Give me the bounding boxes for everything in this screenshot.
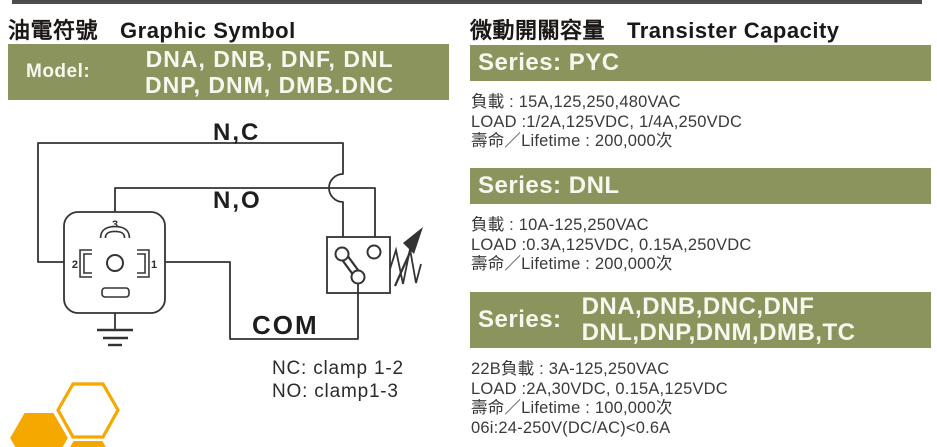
transister-capacity-heading: 微動開關容量 Transister Capacity (470, 13, 840, 45)
graphic-symbol-heading: 油電符號 Graphic Symbol (8, 13, 296, 45)
hexagon-outline (56, 382, 120, 439)
switch-terminal-com (350, 269, 366, 285)
series-banner-all-label: Series: (478, 306, 562, 333)
switch-terminal-nc (334, 246, 350, 262)
series-banner-dnl-text: Series: DNL (478, 172, 620, 199)
series-banner-dnl: Series: DNL (470, 168, 931, 204)
switch-terminal-no (366, 244, 382, 260)
bottom-slot (101, 287, 130, 298)
contact-lever (340, 253, 361, 278)
wire-nc (37, 142, 344, 263)
spec-line: 壽命／Lifetime : 200,000次 (471, 255, 673, 273)
no-clamp-note: NO: clamp1-3 (272, 381, 399, 402)
spec-block-all-models: 22B負載 : 3A-125,250VAC LOAD :2A,30VDC, 0.… (471, 360, 931, 438)
spring-zigzag (389, 246, 422, 285)
series-values-line1: DNA,DNB,DNC,DNF (581, 293, 815, 320)
wire-com (165, 261, 359, 340)
hexagon-filled-bottom (67, 439, 109, 447)
center-pin (106, 254, 124, 272)
key-slot-arc (99, 225, 131, 239)
pin-2-label: 2 (72, 259, 78, 271)
adjust-arrow-head (403, 227, 423, 254)
model-label: Model: (26, 61, 91, 82)
graphic-symbol-heading-zh: 油電符號 (8, 18, 99, 43)
transister-capacity-heading-zh: 微動開關容量 (470, 18, 606, 43)
pressure-switch-symbol (326, 227, 423, 294)
series-banner-all-models: Series: DNA,DNB,DNC,DNF DNL,DNP,DNM,DMB,… (470, 292, 931, 348)
connector-symbol: 3 2 1 (63, 211, 166, 314)
adjust-arrow-shaft (393, 249, 413, 287)
transister-capacity-heading-en: Transister Capacity (627, 18, 840, 43)
spec-line: LOAD :0.3A,125VDC, 0.15A,250VDC (471, 235, 752, 254)
model-list-line1: DNA, DNB, DNF, DNL (145, 46, 394, 72)
pin-3-label: 3 (112, 219, 118, 231)
terminal-bracket-right (137, 249, 150, 278)
spec-line: 負載 : 15A,125,250,480VAC (471, 93, 681, 111)
nc-wire-label: N,C (213, 119, 260, 146)
no-wire-label: N,O (213, 187, 262, 214)
series-banner-pyc: Series: PYC (470, 45, 931, 81)
honeycomb-decoration-icon (7, 382, 120, 447)
spec-line: 壽命／Lifetime : 100,000次 (471, 399, 673, 417)
series-banner-all-values: DNA,DNB,DNC,DNF DNL,DNP,DNM,DMB,TC (582, 294, 856, 346)
model-banner: Model: DNA, DNB, DNF, DNL DNP, DNM, DMB.… (8, 44, 449, 100)
series-values-line2: DNL,DNP,DNM,DMB,TC (581, 319, 856, 346)
hexagon-filled-left (7, 411, 71, 447)
top-divider-bar (12, 0, 922, 4)
nc-clamp-note: NC: clamp 1-2 (272, 358, 404, 379)
series-banner-pyc-text: Series: PYC (478, 49, 620, 76)
spec-line: 負載 : 10A-125,250VAC (471, 216, 649, 234)
spec-line: LOAD :1/2A,125VDC, 1/4A,250VDC (471, 112, 743, 131)
spec-line: 壽命／Lifetime : 200,000次 (471, 132, 673, 150)
spec-block-dnl: 負載 : 10A-125,250VAC LOAD :0.3A,125VDC, 0… (471, 216, 931, 275)
spec-line: 06i:24-250V(DC/AC)<0.6A (471, 418, 671, 437)
spec-line: 22B負載 : 3A-125,250VAC (471, 360, 670, 378)
pin-1-label: 1 (151, 259, 157, 271)
com-wire-label: COM (252, 310, 319, 340)
graphic-symbol-heading-en: Graphic Symbol (120, 18, 296, 43)
ground-symbol (97, 313, 133, 347)
spec-line: LOAD :2A,30VDC, 0.15A,125VDC (471, 379, 728, 398)
spec-block-pyc: 負載 : 15A,125,250,480VAC LOAD :1/2A,125VD… (471, 93, 931, 152)
model-list-line2: DNP, DNM, DMB.DNC (145, 72, 395, 98)
terminal-bracket-left (79, 249, 92, 278)
wire-no (114, 187, 376, 246)
model-list: DNA, DNB, DNF, DNL DNP, DNM, DMB.DNC (90, 46, 449, 98)
